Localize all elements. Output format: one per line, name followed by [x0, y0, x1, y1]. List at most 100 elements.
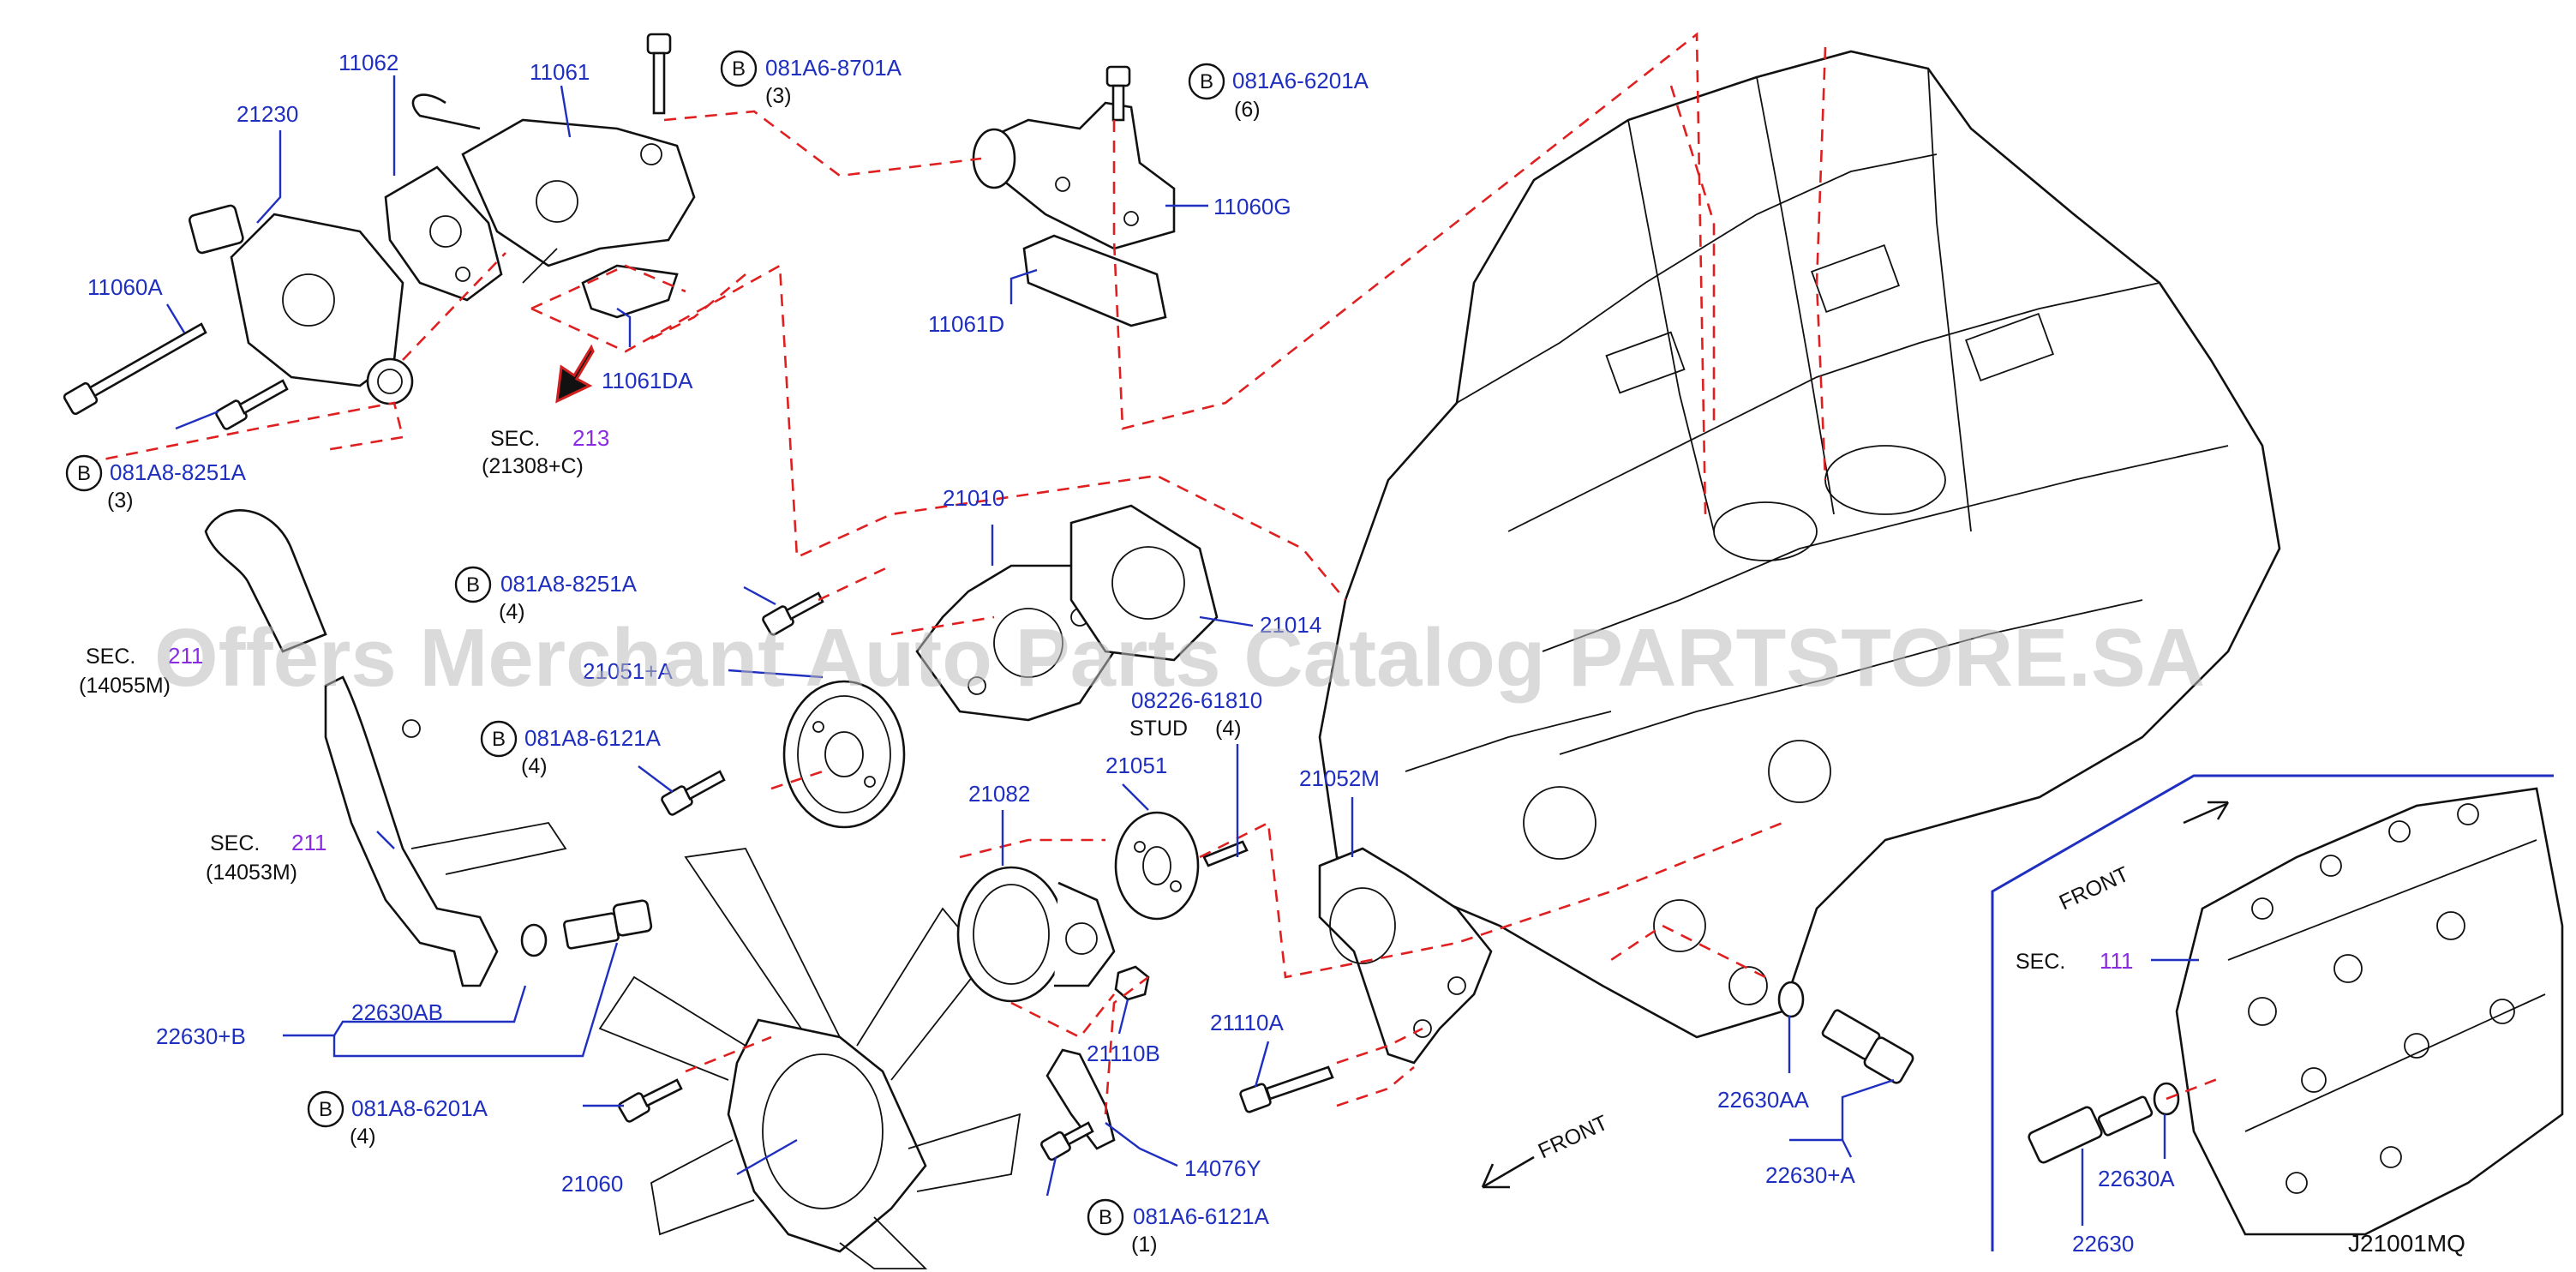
bolt-11060A: [63, 322, 207, 416]
bolt-6201-A8: [618, 1078, 683, 1123]
label-11060A[interactable]: 11060A: [87, 274, 163, 300]
thermostat-housing-21230: [189, 204, 414, 405]
label-21052M[interactable]: 21052M: [1299, 765, 1380, 791]
water-hose: [204, 509, 327, 653]
svg-text:081A8-6201A: 081A8-6201A: [351, 1095, 488, 1121]
svg-text:(1): (1): [1131, 1233, 1158, 1257]
svg-text:SEC.: SEC.: [86, 645, 135, 669]
gasket-11062: [384, 165, 503, 302]
water-inlet-11060G: [972, 101, 1176, 250]
leader-lines: [165, 75, 2199, 1226]
bolt-marker: B: [466, 573, 480, 597]
label-21110A[interactable]: 21110A: [1210, 1010, 1284, 1035]
front-label-inset: FRONT: [2056, 862, 2133, 915]
callout-081A8-6121A[interactable]: B 081A8-6121A (4): [480, 720, 662, 778]
front-arrow-icon: [1481, 1155, 1535, 1189]
svg-text:SEC.: SEC.: [210, 831, 260, 855]
inset-sensor-22630: [2028, 1082, 2180, 1164]
label-22630AB[interactable]: 22630AB: [351, 999, 443, 1025]
label-11060G[interactable]: 11060G: [1213, 194, 1291, 219]
bolt-marker: B: [319, 1098, 332, 1121]
label-22630A[interactable]: 22630A: [2098, 1166, 2175, 1191]
diagram-id: J21001MQ: [2348, 1230, 2465, 1257]
bolt-8251-top: [215, 379, 289, 430]
bolt-6201-A6: [1105, 65, 1131, 122]
stud-qty: (4): [1215, 717, 1242, 741]
callout-081A8-6201A[interactable]: B 081A8-6201A (4): [307, 1090, 488, 1149]
engine-block: [1318, 50, 2281, 1039]
svg-text:081A8-8251A: 081A8-8251A: [500, 571, 638, 597]
gasket-11061DA: [581, 264, 679, 319]
fan-21060: [598, 848, 1021, 1269]
label-14076Y[interactable]: 14076Y: [1184, 1155, 1261, 1181]
svg-text:SEC.: SEC.: [2016, 950, 2065, 974]
bolt-marker: B: [492, 728, 506, 751]
svg-text:SEC.: SEC.: [490, 427, 540, 451]
label-11061DA[interactable]: 11061DA: [602, 368, 693, 393]
label-21230[interactable]: 21230: [237, 101, 298, 127]
svg-text:081A6-6201A: 081A6-6201A: [1232, 68, 1369, 93]
callout-081A8-8251A-top[interactable]: B 081A8-8251A (3): [65, 454, 247, 513]
bolt-marker: B: [1200, 70, 1213, 93]
stud-callout[interactable]: 08226-61810 STUD (4): [1129, 687, 1262, 741]
bolt-marker: B: [1099, 1206, 1112, 1229]
svg-text:211: 211: [291, 830, 326, 855]
svg-text:(14053M): (14053M): [206, 861, 297, 885]
section-213-arrow-icon: [555, 344, 595, 404]
inset-panel: [1991, 774, 2564, 1251]
label-11061D[interactable]: 11061D: [928, 311, 1004, 337]
gasket-21014: [1069, 504, 1219, 662]
stud-word: STUD: [1129, 717, 1188, 741]
pulley-water-pump: [782, 680, 906, 829]
callout-081A6-8701A[interactable]: B 081A6-8701A (3): [720, 50, 902, 108]
bracket-21052M: [1318, 847, 1493, 1065]
label-11062[interactable]: 11062: [338, 50, 398, 75]
svg-text:081A8-6121A: 081A8-6121A: [524, 725, 662, 751]
svg-text:(4): (4): [521, 754, 548, 778]
stud-code: 08226-61810: [1131, 687, 1262, 713]
bolt-marker: B: [77, 462, 91, 485]
stud-08226: [1202, 840, 1249, 867]
svg-text:(21308+C): (21308+C): [482, 454, 584, 478]
svg-text:211: 211: [168, 643, 203, 669]
label-22630B[interactable]: 22630+B: [156, 1023, 246, 1049]
callout-081A6-6121A[interactable]: B 081A6-6121A (1): [1087, 1198, 1270, 1257]
sec-213[interactable]: SEC. 213 (21308+C): [482, 425, 609, 478]
label-22630A-plus[interactable]: 22630+A: [1765, 1162, 1855, 1188]
label-21051[interactable]: 21051: [1105, 753, 1167, 778]
label-22630AA[interactable]: 22630AA: [1717, 1087, 1810, 1113]
label-21010[interactable]: 21010: [943, 485, 1004, 511]
svg-text:111: 111: [2100, 948, 2134, 974]
label-21110B[interactable]: 21110B: [1087, 1041, 1160, 1066]
label-22630[interactable]: 22630: [2072, 1231, 2134, 1257]
inset-dashed-line: [2166, 1077, 2220, 1101]
label-21082[interactable]: 21082: [968, 781, 1030, 807]
callout-081A6-6201A-top[interactable]: B 081A6-6201A (6): [1188, 63, 1369, 122]
label-21051-partial[interactable]: 21051+A: [583, 658, 673, 684]
label-11061[interactable]: 11061: [530, 59, 590, 85]
bolt-marker: B: [732, 57, 746, 81]
watermark: Offers Merchant Auto Parts Catalog PARTS…: [154, 612, 2205, 704]
svg-text:081A6-8701A: 081A6-8701A: [765, 55, 902, 81]
sensor-22630B: [520, 899, 653, 957]
inset-front-arrow-icon: [2183, 801, 2230, 825]
inset-cylinder-head: [2175, 787, 2564, 1236]
callout-081A8-8251A-mid[interactable]: B 081A8-8251A (4): [454, 566, 638, 624]
bolt-6121-A8: [661, 770, 726, 816]
dashed-connection-lines: [85, 32, 1827, 1115]
sec-211-top[interactable]: SEC. 211 (14055M): [79, 643, 203, 698]
water-outlet-11061: [411, 93, 696, 284]
sec-111[interactable]: SEC. 111: [2016, 948, 2134, 974]
bolt-8701: [646, 33, 672, 115]
label-21014[interactable]: 21014: [1260, 612, 1321, 638]
bolt-callouts: B 081A6-8701A (3) B 081A6-6201A (6) B 08…: [65, 50, 1369, 1257]
fan-clutch-21082: [956, 866, 1116, 1003]
front-label-main: FRONT: [1535, 1111, 1612, 1164]
sec-211-bottom[interactable]: SEC. 211 (14053M): [206, 830, 326, 885]
label-21060[interactable]: 21060: [561, 1171, 623, 1197]
part-labels: 21230 11062 11061 11060A 11061DA 11060G …: [87, 50, 2175, 1257]
bracket-14076Y: [1045, 1048, 1116, 1150]
section-references: SEC. 213 (21308+C) SEC. 211 (14055M) SEC…: [79, 425, 2134, 974]
svg-text:(14055M): (14055M): [79, 674, 171, 698]
